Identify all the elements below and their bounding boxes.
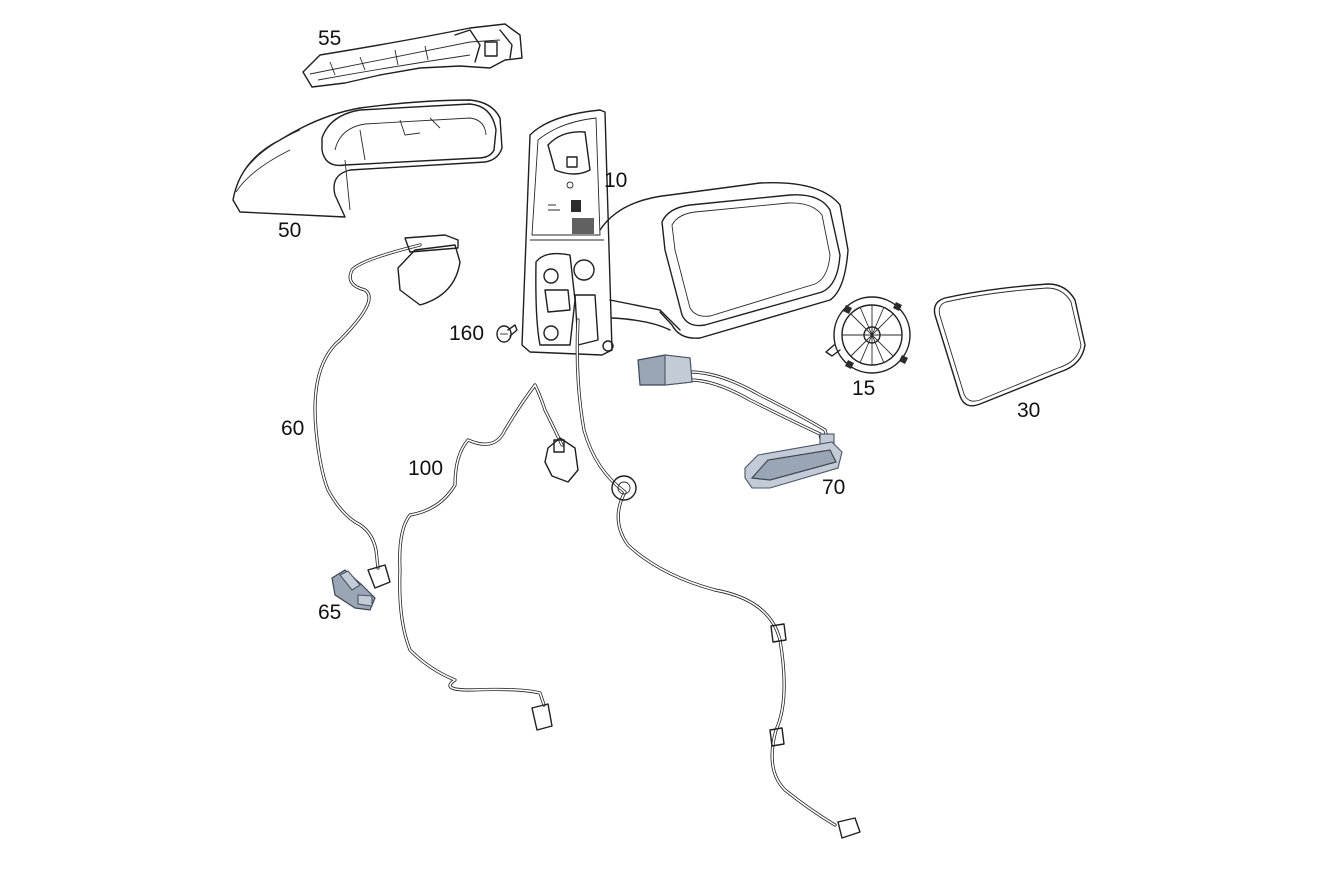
callout-160: 160 bbox=[449, 322, 485, 345]
part-30-mirror-glass[interactable] bbox=[933, 283, 1086, 407]
part-55-turn-signal-lamp[interactable] bbox=[302, 23, 523, 88]
part-15-adjustment-motor[interactable] bbox=[825, 296, 911, 374]
callout-70: 70 bbox=[822, 476, 846, 499]
callout-30: 30 bbox=[1017, 399, 1041, 422]
callout-65: 65 bbox=[318, 601, 342, 624]
callout-50: 50 bbox=[278, 219, 302, 242]
part-65-connector[interactable] bbox=[331, 569, 376, 611]
part-60-wiring[interactable] bbox=[313, 234, 461, 589]
part-100-cable[interactable] bbox=[398, 383, 579, 731]
main-wiring-harness[interactable] bbox=[575, 318, 861, 839]
callout-10: 10 bbox=[604, 169, 628, 192]
callout-100: 100 bbox=[408, 457, 444, 480]
callout-60: 60 bbox=[281, 417, 305, 440]
part-70-puddle-lamp[interactable] bbox=[637, 354, 843, 489]
part-160-screw[interactable] bbox=[496, 324, 518, 343]
callout-15: 15 bbox=[852, 377, 876, 400]
part-50-mirror-cap[interactable] bbox=[232, 99, 503, 218]
part-10-mirror-assembly[interactable] bbox=[521, 109, 849, 356]
callout-55: 55 bbox=[318, 27, 342, 50]
